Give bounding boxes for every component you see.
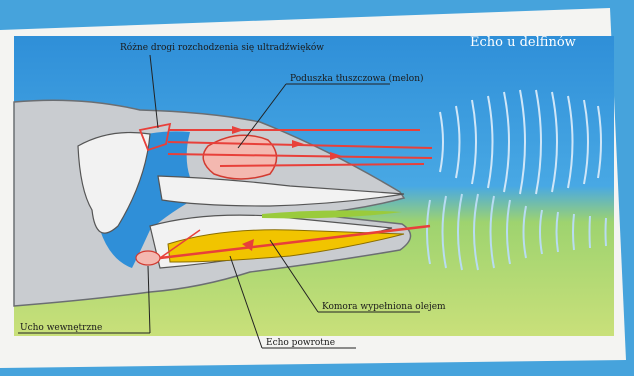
label-sound-paths: Różne drogi rozchodzenia się ultradźwięk… bbox=[120, 42, 324, 53]
label-oil-chamber: Komora wypełniona olejem bbox=[322, 302, 446, 312]
label-melon: Poduszka tłuszczowa (melon) bbox=[290, 73, 424, 84]
melon bbox=[203, 135, 276, 179]
inner-ear bbox=[136, 251, 160, 265]
diagram-title: Echo u delfinów bbox=[470, 35, 576, 50]
label-inner-ear: Ucho wewnętrzne bbox=[20, 323, 102, 333]
label-echo-return: Echo powrotne bbox=[266, 338, 335, 348]
